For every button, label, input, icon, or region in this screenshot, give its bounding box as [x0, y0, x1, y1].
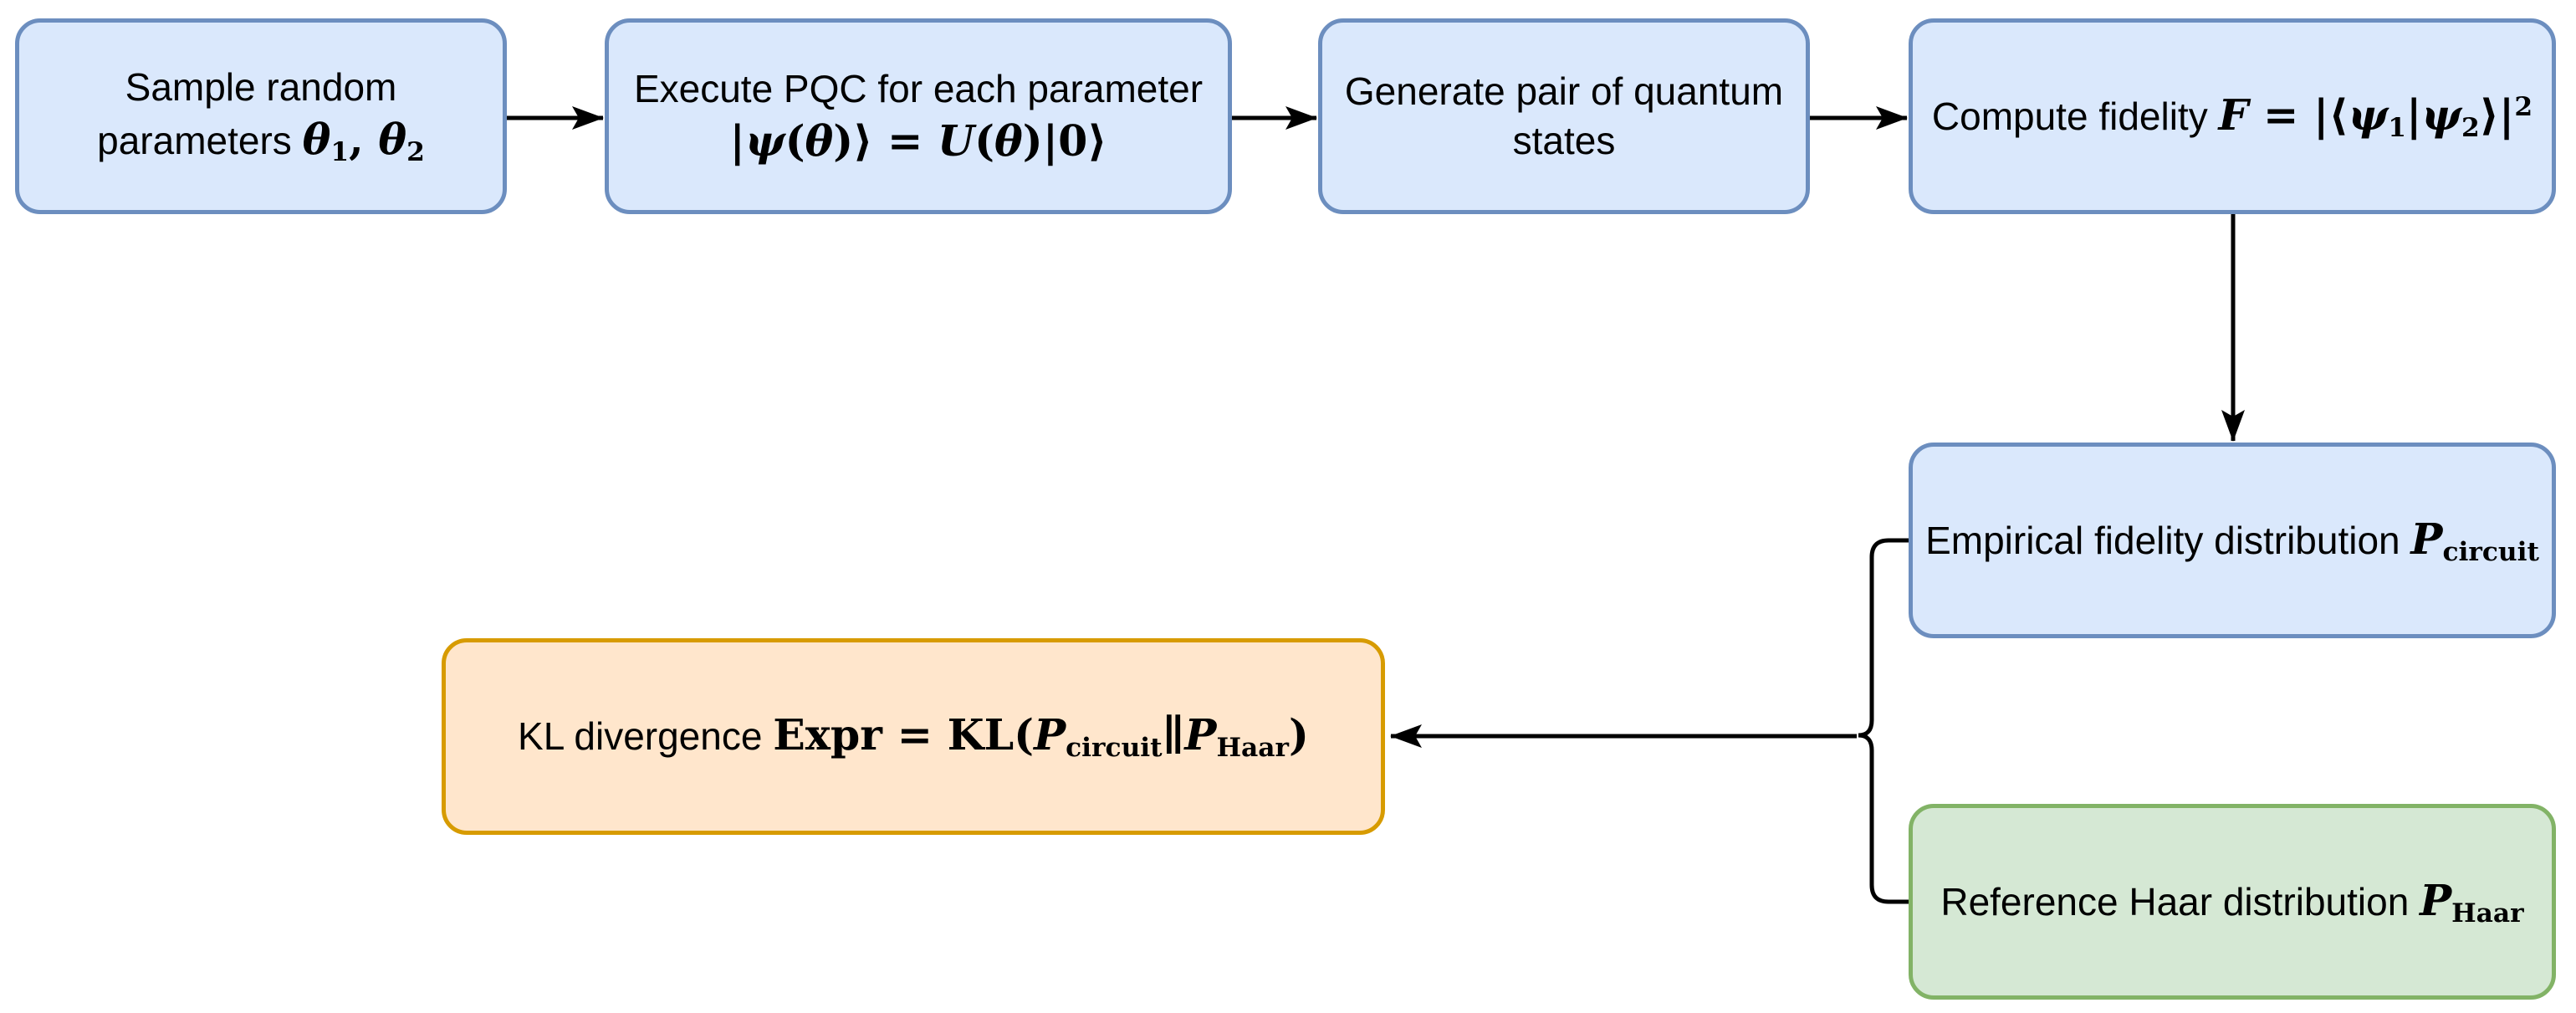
text-run: KL( [947, 709, 1035, 760]
text-run: = |⟨ [2248, 89, 2349, 140]
node-label-line: Empirical fidelity distribution Pcircuit [1925, 512, 2539, 569]
node-empirical-distribution: Empirical fidelity distribution Pcircuit [1909, 443, 2556, 638]
text-run: | [2405, 89, 2422, 140]
text-run: 2 [2461, 113, 2480, 144]
text-run: Generate pair of quantum [1344, 69, 1784, 114]
text-run: Expr [773, 709, 882, 760]
node-kl-divergence: KL divergence Expr = KL(Pcircuit∥PHaar) [442, 638, 1385, 835]
node-sample-parameters: Sample random parameters θ1, θ2 [15, 18, 507, 214]
text-run: 1 [2388, 113, 2406, 144]
text-run: θ [994, 115, 1023, 166]
text-run: ( [974, 115, 995, 166]
text-run: P [2420, 874, 2452, 925]
brace-merge-connector [1858, 538, 1909, 904]
text-run: P [2410, 513, 2443, 564]
text-run: ψ [744, 115, 785, 166]
text-run: ψ [2421, 89, 2462, 140]
text-run: ψ [2348, 89, 2389, 140]
node-label-line: |ψ(θ)⟩ = U(θ)|0⟩ [730, 114, 1107, 168]
node-label-line: Execute PQC for each parameter [634, 64, 1203, 114]
text-run: P [1184, 709, 1217, 760]
node-execute-pqc: Execute PQC for each parameter |ψ(θ)⟩ = … [605, 18, 1232, 214]
text-run: Execute PQC for each parameter [633, 67, 1204, 111]
text-run: , [349, 114, 379, 165]
text-run: Compute fidelity [1931, 94, 2219, 138]
node-generate-pair: Generate pair of quantum states [1318, 18, 1810, 214]
text-run: F [2218, 89, 2249, 140]
text-run: )|0⟩ [1022, 115, 1107, 166]
node-compute-fidelity: Compute fidelity F = |⟨ψ1|ψ2⟩|2 [1909, 18, 2556, 214]
text-run: 2 [2514, 91, 2533, 122]
text-run: | [729, 115, 745, 166]
node-label-line: Generate pair of quantum [1345, 67, 1783, 116]
text-run: KL divergence [518, 714, 774, 759]
text-run: ⟩| [2479, 89, 2515, 140]
node-label-line: Sample random [125, 63, 397, 112]
text-run: ( [785, 115, 805, 166]
text-run: Sample random [125, 65, 397, 110]
text-run: 1 [330, 137, 350, 168]
node-label-line: Compute fidelity F = |⟨ψ1|ψ2⟩|2 [1932, 88, 2533, 145]
text-run: θ [378, 114, 407, 165]
text-run: = [882, 709, 948, 760]
text-run: 2 [406, 137, 425, 168]
text-run: circuit [1066, 733, 1163, 764]
text-run: Haar [2451, 898, 2524, 929]
text-run: θ [805, 115, 834, 166]
node-label-line: Reference Haar distribution PHaar [1940, 873, 2523, 930]
text-run: Haar [1216, 733, 1289, 764]
text-run: )⟩ = [833, 115, 938, 166]
node-haar-distribution: Reference Haar distribution PHaar [1909, 804, 2556, 1000]
text-run: ∥ [1162, 709, 1185, 760]
text-run: θ [302, 114, 331, 165]
text-run: Empirical fidelity distribution [1925, 518, 2411, 562]
text-run: U [937, 115, 975, 166]
text-run: parameters [97, 119, 303, 163]
text-run: circuit [2442, 537, 2539, 568]
text-run: Reference Haar distribution [1940, 879, 2420, 923]
text-run: states [1512, 119, 1616, 162]
node-label-line: parameters θ1, θ2 [97, 112, 425, 169]
node-label-line: states [1513, 116, 1616, 166]
text-run: ) [1288, 709, 1309, 760]
node-label-line: KL divergence Expr = KL(Pcircuit∥PHaar) [518, 708, 1309, 765]
text-run: P [1034, 709, 1066, 760]
